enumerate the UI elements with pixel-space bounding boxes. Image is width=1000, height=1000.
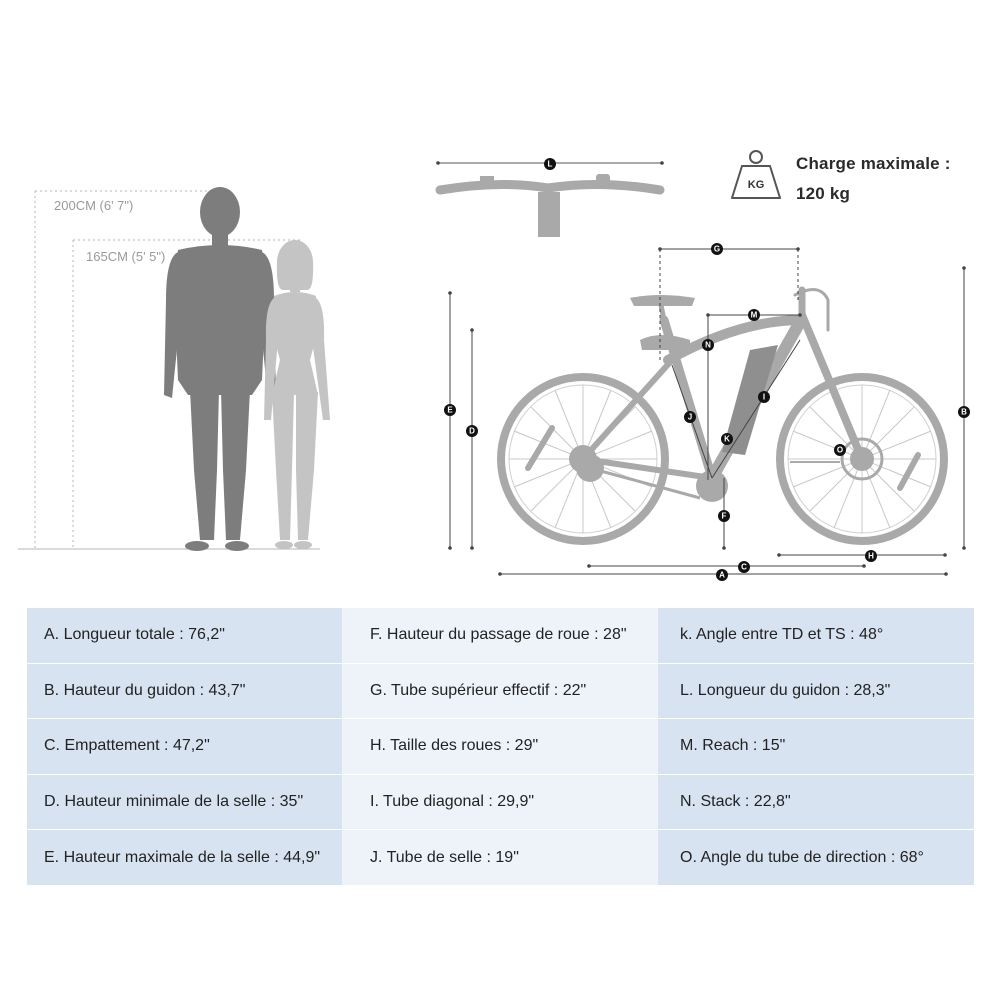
dimension-badge-M: M [748,309,760,321]
svg-text:D: D [469,427,475,436]
svg-text:N: N [705,341,711,350]
woman-height-label: 165CM (5' 5") [86,249,165,264]
man-height-label: 200CM (6' 7") [54,198,133,213]
svg-text:G: G [714,245,720,254]
svg-text:E: E [447,406,453,415]
spec-cell: M. Reach : 15" [658,719,974,775]
dimension-endpoints [436,161,966,576]
svg-text:L: L [548,160,553,169]
dimension-badge-B: B [958,406,970,418]
spec-cell: D. Hauteur minimale de la selle : 35" [27,774,342,831]
spec-cell: B. Hauteur du guidon : 43,7" [27,663,342,720]
dimension-badge-E: E [444,404,456,416]
weight-icon: KG [731,150,781,199]
spec-cell: F. Hauteur du passage de roue : 28" [342,608,658,664]
spec-cell: G. Tube supérieur effectif : 22" [342,663,658,720]
dimension-badge-H: H [865,550,877,562]
spec-cell: C. Empattement : 47,2" [27,719,342,775]
svg-text:C: C [741,563,747,572]
svg-text:M: M [751,311,758,320]
spec-cell: k. Angle entre TD et TS : 48° [658,608,974,664]
dimension-badge-A: A [716,569,728,581]
spec-table: A. Longueur totale : 76,2" F. Hauteur du… [27,608,974,886]
spec-cell: J. Tube de selle : 19" [342,830,658,886]
spec-cell: I. Tube diagonal : 29,9" [342,774,658,831]
svg-text:K: K [724,435,730,444]
man-silhouette [164,187,276,551]
dimension-badge-G: G [711,243,723,255]
handlebar-top-view [435,162,665,237]
spec-cell: E. Hauteur maximale de la selle : 44,9" [27,830,342,886]
spec-cell: N. Stack : 22,8" [658,774,974,831]
max-load-label: Charge maximale : [796,154,951,173]
spec-cell: H. Taille des roues : 29" [342,719,658,775]
bike-geometry-diagram: 200CM (6' 7") 165CM (5' 5") [18,150,970,581]
svg-text:B: B [961,408,967,417]
dimension-badge-C: C [738,561,750,573]
svg-text:O: O [837,446,843,455]
dimension-lines [449,248,965,575]
svg-text:J: J [688,413,692,422]
bike-side-view [497,286,948,545]
spec-cell: A. Longueur totale : 76,2" [27,608,342,664]
woman-silhouette [264,240,330,549]
svg-text:KG: KG [748,179,765,191]
height-markers [34,190,300,549]
dimension-badges: L G M N J I K O F E D B H C A [444,158,970,581]
dimension-badge-K: K [721,433,733,445]
svg-text:H: H [868,552,874,561]
dimension-badge-I: I [758,391,770,403]
dimension-badge-F: F [718,510,730,522]
dimension-badge-J: J [684,411,696,423]
dimension-badge-N: N [702,339,714,351]
dimension-badge-D: D [466,425,478,437]
svg-text:A: A [719,571,725,580]
dimension-badge-O: O [834,444,846,456]
spec-cell: L. Longueur du guidon : 28,3" [658,663,974,720]
spec-cell: O. Angle du tube de direction : 68° [658,830,974,886]
dimension-badge-L: L [544,158,556,170]
max-load-value: 120 kg [796,184,851,203]
svg-text:I: I [763,393,765,402]
svg-text:F: F [722,512,727,521]
